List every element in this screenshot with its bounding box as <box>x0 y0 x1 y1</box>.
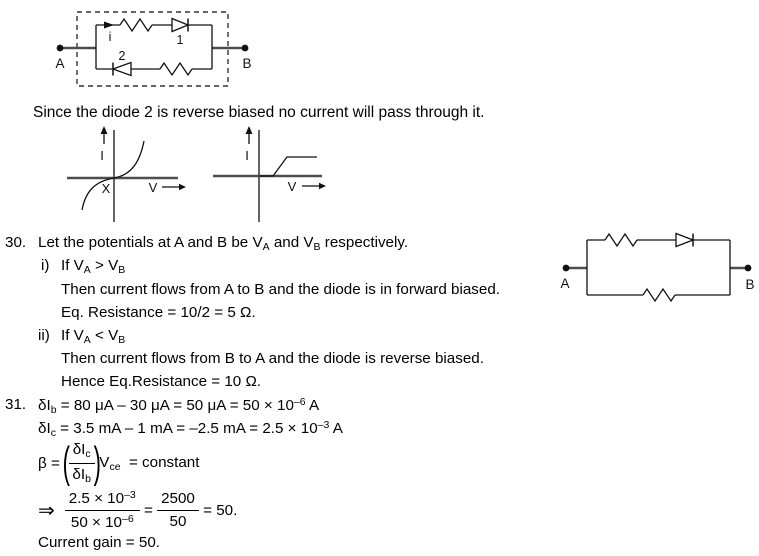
diode2-label: 2 <box>119 49 126 63</box>
beta-lhs: β = <box>38 454 65 472</box>
implies-arrow-icon: ⇒ <box>38 500 55 523</box>
diode1-label: 1 <box>177 33 184 47</box>
q30-item-i-marker: i) <box>41 257 50 274</box>
terminal-b-label: B <box>242 56 251 71</box>
equals-sign: = <box>139 502 158 520</box>
gain-fraction-2: 2500 50 <box>157 490 199 531</box>
beta-fraction: δIc δIb <box>68 441 95 485</box>
q31-line2: δIc = 3.5 mA – 1 mA = –2.5 mA = 2.5 × 10… <box>38 419 343 439</box>
q30-item-ii-head: If VA < VB <box>61 327 126 346</box>
diode1-icon <box>171 17 190 33</box>
gain-fraction-1-numerator: 2.5 × 10–3 <box>64 489 140 512</box>
graph-right-y-label: I <box>245 148 249 163</box>
resistor-icon <box>642 287 676 303</box>
iv-characteristic-graphs: I X V I V <box>67 126 326 222</box>
y-arrow-icon <box>100 126 108 134</box>
open-paren: ( <box>62 437 71 487</box>
beta-fraction-denominator: δIb <box>72 465 91 485</box>
diode2-statement: Since the diode 2 is reverse biased no c… <box>33 104 485 121</box>
circuit-diagram-top: i 1 2 A B <box>55 11 252 87</box>
resistor-icon <box>604 232 638 248</box>
diode2-icon <box>111 61 132 77</box>
terminal-a-label: A <box>55 56 64 71</box>
circuit-wires <box>95 17 213 77</box>
terminal-b-label: B <box>745 277 754 292</box>
graph-right-x-label: V <box>288 179 297 194</box>
q30-intro: Let the potentials at A and B be VA and … <box>38 234 409 253</box>
beta-fraction-numerator: δIc <box>68 441 95 464</box>
y-arrow-icon <box>245 126 253 134</box>
q30-item-ii-body2: Hence Eq.Resistance = 10 Ω. <box>61 373 262 390</box>
circuit-wires <box>586 232 731 303</box>
current-arrow-icon <box>104 21 114 29</box>
gain-fraction-1: 2.5 × 10–3 50 × 10–6 <box>64 489 140 532</box>
graph-left-axes <box>67 126 186 222</box>
graph-right-axes <box>213 126 326 222</box>
dashed-enclosure <box>76 11 229 87</box>
q30-number: 30. <box>5 234 27 251</box>
graph-right-curve <box>259 156 317 177</box>
q31-beta-equation: β = ( δIc δIb ) Vce = constant <box>38 437 200 487</box>
gain-result: = 50. <box>198 502 238 520</box>
terminal-dots <box>56 44 249 52</box>
current-label: i <box>109 30 112 44</box>
diode-icon <box>675 232 695 248</box>
circuit-diagram-q30: A B <box>560 232 755 303</box>
resistor-icon <box>159 61 193 77</box>
graph-left-y-label: I <box>100 148 104 163</box>
graph-left-x-label: V <box>149 180 158 195</box>
current-gain-statement: Current gain = 50. <box>38 534 160 551</box>
beta-rhs: Vce = constant <box>99 453 200 473</box>
x-arrow-icon <box>179 183 186 191</box>
q30-item-i-head: If VA > VB <box>61 257 126 276</box>
q31-number: 31. <box>5 396 27 413</box>
gain-fraction-1-denominator: 50 × 10–6 <box>70 513 134 532</box>
gain-fraction-2-numerator: 2500 <box>157 490 199 512</box>
gain-fraction-2-denominator: 50 <box>169 513 187 531</box>
q30-item-i-body1: Then current flows from A to B and the d… <box>61 281 500 298</box>
q30-item-ii-body1: Then current flows from B to A and the d… <box>61 350 484 367</box>
close-paren: ) <box>93 437 101 487</box>
q30-item-ii-marker: ii) <box>38 327 50 344</box>
terminal-dots <box>562 264 752 272</box>
q31-line1: δIb = 80 μA – 30 μA = 50 μA = 50 × 10–6 … <box>38 396 320 416</box>
resistor-icon <box>119 17 153 33</box>
q30-item-i-body2: Eq. Resistance = 10/2 = 5 Ω. <box>61 304 256 321</box>
terminal-a-label: A <box>560 276 569 291</box>
graph-left-origin-label: X <box>102 181 111 196</box>
x-arrow-icon <box>319 182 326 190</box>
q31-gain-equation: ⇒ 2.5 × 10–3 50 × 10–6 = 2500 50 = 50. <box>38 489 237 532</box>
graph-left-curve <box>81 140 145 211</box>
